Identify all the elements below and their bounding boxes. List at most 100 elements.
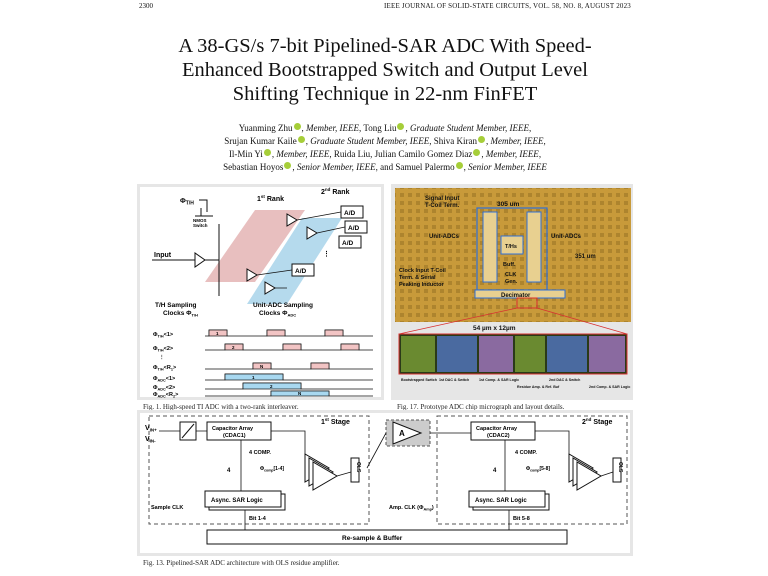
unit-adc-column [482,211,498,283]
layout-label: 2nd Comp. & SAR Logic [589,385,630,389]
layout-label: 1st Comp. & SAR Logic [479,378,519,382]
rank1-label: 1st Rank [257,194,284,203]
paper-title: A 38-GS/s 7-bit Pipelined-SAR ADC With S… [145,34,625,106]
author-line-4: Sebastian Hoyos, Senior Member, IEEE, an… [145,161,625,174]
unit-adcs-label-left: Unit-ADCs [429,234,460,240]
journal-header: IEEE JOURNAL OF SOLID-STATE CIRCUITS, VO… [383,2,631,10]
figure-17: Signal Input T-Coil Term. 305 um Unit-AD… [391,184,633,400]
rank-buffer [246,268,258,282]
layout-label: 1st DAC & Switch [439,378,469,382]
ols-label-2: OLS [617,462,623,473]
bus-width-1: 4 [227,468,231,474]
resample-buffer-box [206,529,568,545]
orcid-icon[interactable] [284,162,292,169]
orcid-icon[interactable] [455,162,463,169]
orcid-icon[interactable] [297,136,305,143]
decimator-label: Decimator [501,293,531,299]
layout-label: Residue Amp. & Ref. Buf [517,385,560,389]
amp-clk-label: Amp. CLK (ΦAmp) [389,505,434,511]
phi-comp-2: Φcomp[5-8] [526,466,550,472]
nmos-switch-symbol [195,199,213,217]
author-name: Yuanming Zhu [238,123,293,133]
svg-text:2: 2 [270,384,273,389]
signal-adcr: ΦADC<R2> [153,392,178,398]
fig13-wires [159,430,614,530]
comparator-stack-2 [568,453,602,491]
orcid-icon[interactable] [397,123,405,130]
orcid-icon[interactable] [477,136,485,143]
switch-label: Switch [193,223,208,228]
figure-1-caption: Fig. 1. High-speed TI ADC with a two-ran… [143,403,299,411]
timing-waveforms [205,329,373,397]
author-sep: , [301,123,307,133]
author-line-3: Il-Min Yi, Member, IEEE , Ruida Liu, Juli… [145,148,625,161]
author-name: Srujan Kumar Kaile [224,136,297,146]
svg-text:2: 2 [232,345,235,350]
author-list: Yuanming Zhu, Member, IEEE , Tong Liu, Gr… [145,122,625,174]
author-sep: , [271,149,277,159]
comp-count-2: 4 COMP. [515,450,537,456]
ols-label-1: OLS [355,462,361,473]
author-role: Member, IEEE [485,149,539,159]
input-label: Input [154,252,172,259]
sar-logic-label-1: Async. SAR Logic [211,498,263,504]
author-name: , Tong Liu [359,123,397,133]
th-clocks-label-1: T/H Sampling [155,302,197,309]
comparator-stack-1 [304,453,338,491]
buff-label: Buff. [503,262,516,268]
stage2-label: 2nd Stage [582,417,613,426]
ols-box-1 [350,457,360,483]
ad-label: A/D [295,268,307,275]
die-texture [395,188,631,322]
sar-logic-stack-1 [204,490,286,511]
author-name: Sebastian Hoyos [223,162,284,172]
author-name: , Shiva Kiran [429,136,477,146]
title-line-3: Shifting Technique in 22-nm FinFET [232,83,538,105]
bit14-label: Bit 1-4 [249,516,267,522]
orcid-icon[interactable] [293,123,301,130]
zoom-dimension: 54 µm x 12µm [473,325,516,332]
signal-adc1: ΦADC<1> [153,376,175,382]
input-buffer [194,252,206,268]
gen-label: Gen. [505,279,518,285]
ad-box [338,235,362,249]
svg-text:N: N [298,391,301,396]
vin-plus: VIN+ [145,425,157,433]
author-sep: , [292,162,297,172]
unit-adcs-label-right: Unit-ADCs [551,234,582,240]
fig1-dots: ⋮ [323,250,330,258]
layout-blocks [401,336,625,372]
svg-text:N: N [260,364,263,369]
rank-buffer [264,281,276,295]
comp-count-1: 4 COMP. [249,450,271,456]
signal-th1: ΦT/H<1> [153,332,173,338]
sample-clk-label: Sample CLK [151,505,183,511]
orcid-icon[interactable] [473,149,481,156]
orcid-icon[interactable] [263,149,271,156]
width-dimension: 305 um [497,201,520,208]
timing-dots: ⋮ [159,354,165,361]
rank1-band [205,210,305,282]
ad-label: A/D [342,240,354,247]
signal-input-label: Signal Input [425,196,459,202]
cdac1-label-2: (CDAC1) [223,433,246,439]
switch-slash [181,423,195,439]
figure-17-caption: Fig. 17. Prototype ADC chip micrograph a… [397,403,565,411]
svg-text:1: 1 [216,331,219,336]
author-sep: , [405,123,410,133]
ols-box-2 [612,457,622,483]
stage1-box [148,415,370,525]
sar-logic-label-2: Async. SAR Logic [475,498,527,504]
th-label: T/Hs [505,244,517,250]
signal-th2: ΦT/H<2> [153,346,173,352]
zoom-box [516,297,538,309]
author-name: Il-Min Yi [228,149,263,159]
layout-label: 2nd DAC & Switch [549,378,580,382]
author-role: Graduate Student Member, IEEE [409,123,529,133]
author-name: , Ruida Liu, Julian Camilo Gomez Diaz [329,149,473,159]
paper-page: 2300 IEEE JOURNAL OF SOLID-STATE CIRCUIT… [135,0,635,576]
signal-thr: ΦT/H<R1> [153,365,176,371]
stage1-label: 1st Stage [321,417,350,426]
author-sep: , [485,136,491,146]
title-line-2: Enhanced Bootstrapped Switch and Output … [182,59,588,81]
